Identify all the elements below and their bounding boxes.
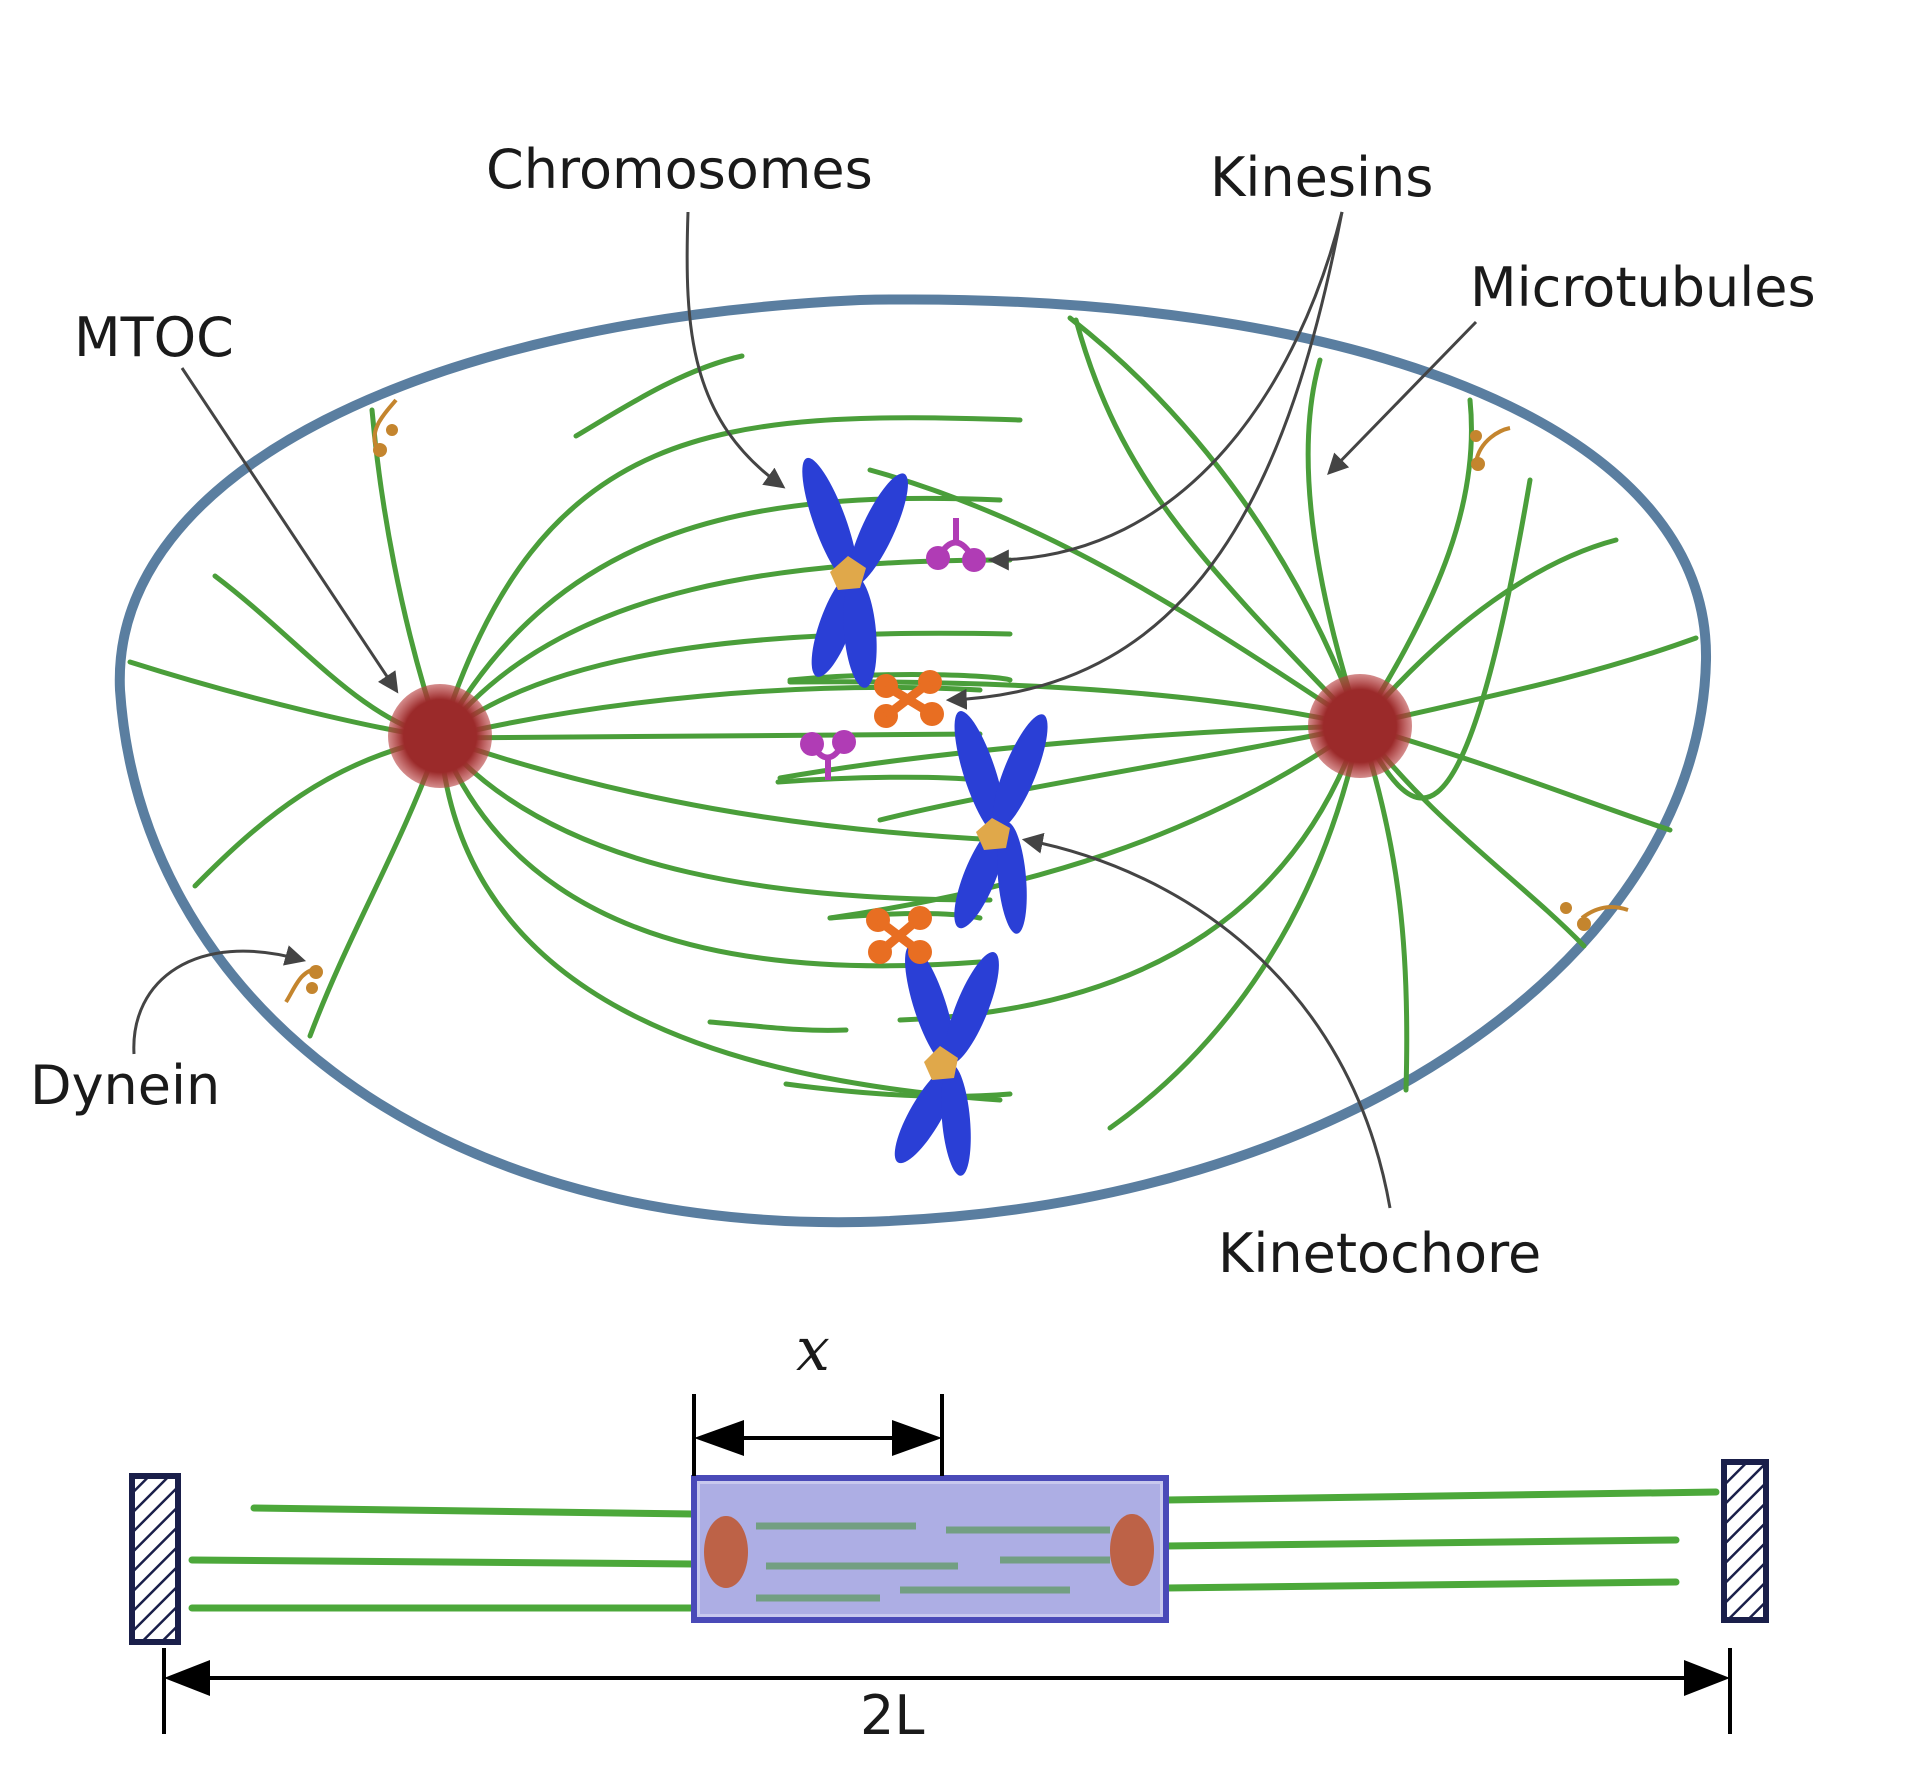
overlap-pole-left	[704, 1516, 748, 1588]
mtoc-left	[388, 684, 492, 788]
dynein-1	[372, 398, 398, 457]
overlap-pole-right	[1110, 1514, 1154, 1586]
chromosome-3	[894, 944, 999, 1176]
overlap-schematic: x 2L	[129, 1315, 1769, 1747]
microtubules-label: Microtubules	[1470, 256, 1816, 319]
kinetochore-label: Kinetochore	[1218, 1222, 1541, 1285]
kinesin-orange-1	[874, 670, 944, 728]
kinetochore-2	[976, 818, 1010, 850]
kinetochore-3	[924, 1046, 958, 1080]
x-label: x	[796, 1315, 830, 1385]
chromosomes-label: Chromosomes	[486, 138, 873, 201]
microtubules-left-pole	[127, 353, 1023, 1103]
two-l-label: 2L	[860, 1684, 924, 1747]
chromosome-2	[954, 711, 1048, 934]
dynein-3	[1560, 902, 1629, 931]
mtoc-label: MTOC	[74, 306, 234, 369]
kinesin-orange-2	[866, 906, 932, 964]
wall-left	[129, 1473, 181, 1645]
dynein-2	[1470, 426, 1511, 471]
dynein-label: Dynein	[30, 1054, 220, 1117]
kinesin-purple-1	[926, 518, 986, 572]
chromosome-1	[802, 457, 908, 688]
kinesins-label: Kinesins	[1210, 146, 1433, 209]
kinesin-purple-2	[800, 730, 856, 780]
kinetochore-1	[830, 556, 866, 590]
cell-membrane	[114, 294, 1712, 1228]
wall-right	[1721, 1459, 1769, 1623]
label-pointers	[132, 211, 1478, 1209]
mtoc-right	[1308, 674, 1412, 778]
dynein-4	[284, 965, 323, 1004]
